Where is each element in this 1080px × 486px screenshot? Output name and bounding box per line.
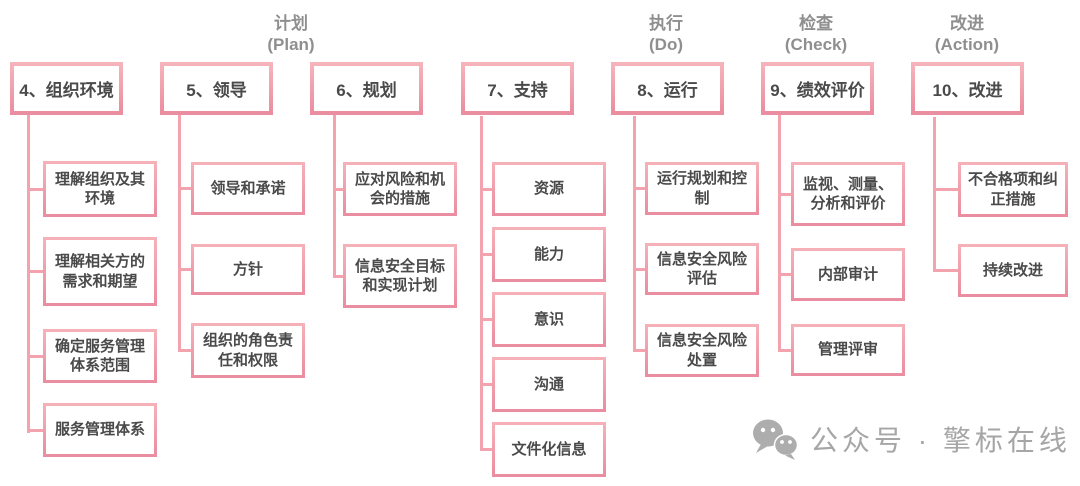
clause-5-item-box: 领导和承诺	[191, 162, 305, 215]
phase-label-en: (Action)	[934, 35, 1000, 55]
clause-10-header-box: 10、改进	[911, 62, 1024, 115]
clause-4-item-box: 理解相关方的需求和期望	[43, 237, 157, 306]
connector-line	[778, 115, 781, 352]
clause-9-item-box: 监视、测量、分析和评价	[791, 162, 905, 226]
connector-line	[333, 275, 343, 278]
phase-label-cn: 计划	[274, 14, 308, 33]
connector-line	[933, 117, 936, 272]
clause-4-item-box: 确定服务管理体系范围	[43, 329, 157, 383]
phase-label-action: 改进 (Action)	[917, 13, 1017, 56]
clause-8-item-box: 运行规划和控制	[645, 162, 759, 215]
phase-label-en: (Plan)	[267, 35, 315, 55]
phase-label-do: 执行 (Do)	[616, 13, 716, 56]
connector-line	[778, 193, 791, 196]
connector-line	[933, 188, 958, 191]
clause-7-item-box: 资源	[492, 162, 606, 216]
clause-6-item-box: 信息安全目标和实现计划	[343, 244, 457, 308]
clause-6-header-box: 6、规划	[310, 62, 423, 115]
clause-10-item-box: 持续改进	[958, 244, 1068, 297]
connector-line	[480, 448, 492, 451]
clause-5-header-box: 5、领导	[160, 62, 273, 115]
connector-line	[633, 116, 636, 352]
connector-line	[333, 115, 336, 278]
connector-line	[480, 253, 492, 256]
wechat-icon	[753, 419, 799, 460]
clause-8-item-box: 信息安全风险评估	[645, 243, 759, 295]
connector-line	[27, 188, 43, 191]
clause-8-header-box: 8、运行	[611, 62, 724, 115]
clause-7-header-box: 7、支持	[461, 62, 574, 115]
connector-line	[778, 349, 791, 352]
clause-7-item-box: 沟通	[492, 357, 606, 412]
phase-label-cn: 检查	[799, 14, 833, 33]
connector-line	[27, 429, 43, 432]
watermark-label: 公众号 · 擎标在线	[810, 425, 1071, 456]
connector-line	[480, 318, 492, 321]
watermark: 公众号 · 擎标在线	[752, 418, 1071, 460]
clause-4-item-box: 理解组织及其环境	[43, 161, 157, 217]
clause-4-item-box: 服务管理体系	[43, 403, 157, 457]
connector-line	[480, 188, 492, 191]
connector-line	[27, 115, 30, 433]
connector-line	[27, 270, 43, 273]
clause-8-item-box: 信息安全风险处置	[645, 324, 759, 377]
phase-label-en: (Check)	[784, 35, 848, 55]
connector-line	[480, 116, 483, 451]
connector-line	[178, 115, 181, 352]
clause-7-item-box: 能力	[492, 227, 606, 282]
connector-line	[778, 273, 791, 276]
clause-9-item-box: 内部审计	[791, 248, 905, 301]
phase-label-cn: 改进	[950, 14, 984, 33]
phase-label-en: (Do)	[649, 35, 683, 55]
clause-4-header-box: 4、组织环境	[10, 62, 123, 115]
clause-9-header-box: 9、绩效评价	[761, 62, 874, 115]
phase-label-check: 检查 (Check)	[766, 13, 866, 56]
phase-label-plan: 计划 (Plan)	[241, 13, 341, 56]
clause-5-item-box: 组织的角色责任和权限	[191, 323, 305, 378]
connector-line	[633, 187, 645, 190]
connector-line	[178, 268, 191, 271]
connector-line	[27, 355, 43, 358]
clause-9-item-box: 管理评审	[791, 324, 905, 376]
connector-line	[333, 188, 343, 191]
connector-line	[178, 187, 191, 190]
clause-7-item-box: 意识	[492, 292, 606, 347]
connector-line	[633, 268, 645, 271]
clause-7-item-box: 文件化信息	[492, 422, 606, 477]
phase-label-cn: 执行	[649, 14, 683, 33]
connector-line	[178, 349, 191, 352]
connector-line	[633, 349, 645, 352]
clause-6-item-box: 应对风险和机会的措施	[343, 162, 457, 216]
connector-line	[480, 383, 492, 386]
clause-5-item-box: 方针	[191, 244, 305, 295]
clause-10-item-box: 不合格项和纠正措施	[958, 162, 1068, 217]
connector-line	[933, 269, 958, 272]
